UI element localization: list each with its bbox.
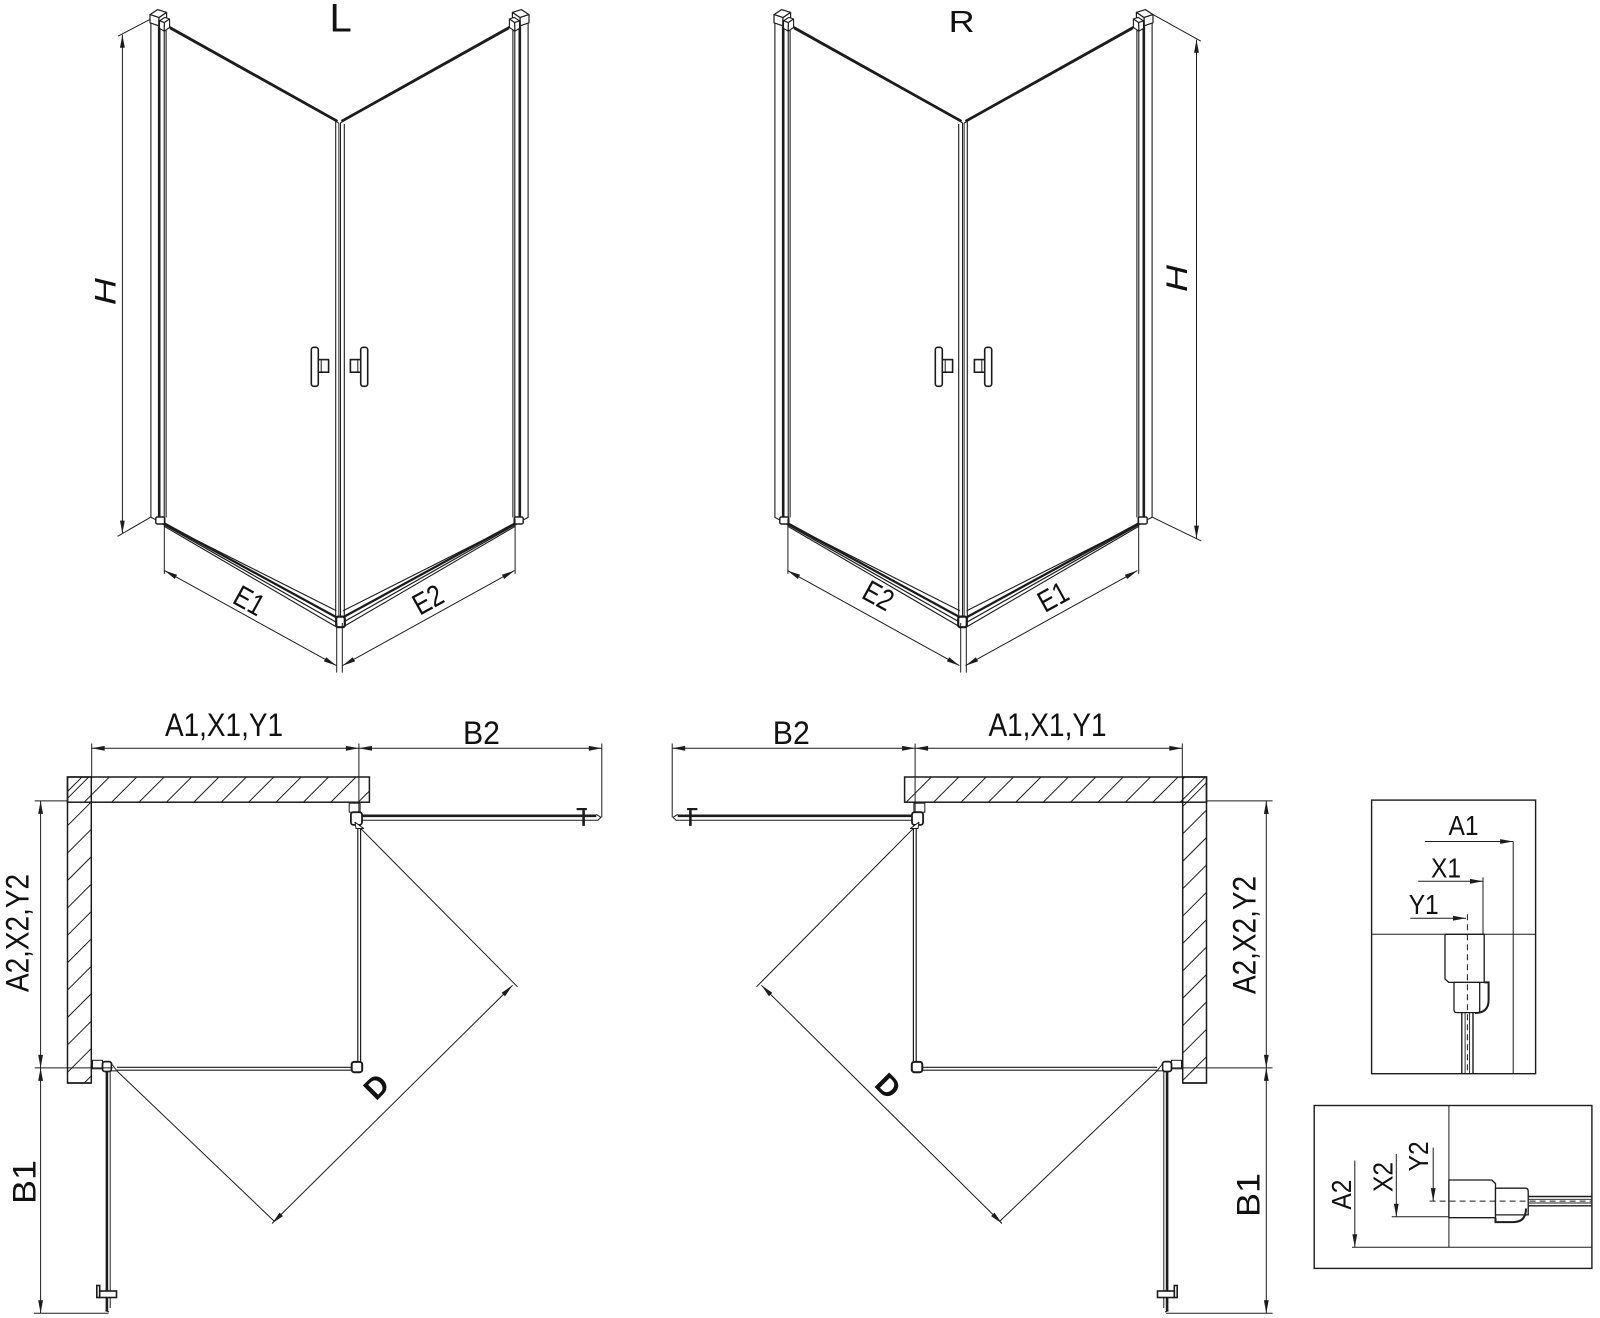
svg-text:A2,X2,Y2: A2,X2,Y2 [0,874,36,992]
svg-text:X2: X2 [1368,1162,1399,1192]
svg-text:A1,X1,Y1: A1,X1,Y1 [165,707,283,743]
svg-text:A2: A2 [1326,1180,1357,1210]
svg-text:A1,X1,Y1: A1,X1,Y1 [989,707,1107,743]
svg-text:B2: B2 [773,715,810,751]
svg-text:L: L [329,0,351,41]
svg-text:Y1: Y1 [1409,889,1439,920]
svg-text:B2: B2 [463,715,500,751]
svg-text:A1: A1 [1449,810,1479,841]
svg-text:A2,X2,Y2: A2,X2,Y2 [1227,876,1263,994]
svg-text:B1: B1 [1231,1173,1267,1217]
svg-text:X1: X1 [1431,852,1461,883]
svg-text:Y2: Y2 [1403,1141,1434,1171]
svg-text:R: R [949,4,975,39]
svg-text:H: H [90,278,123,305]
svg-text:B1: B1 [7,1160,43,1204]
svg-text:H: H [1161,265,1194,292]
